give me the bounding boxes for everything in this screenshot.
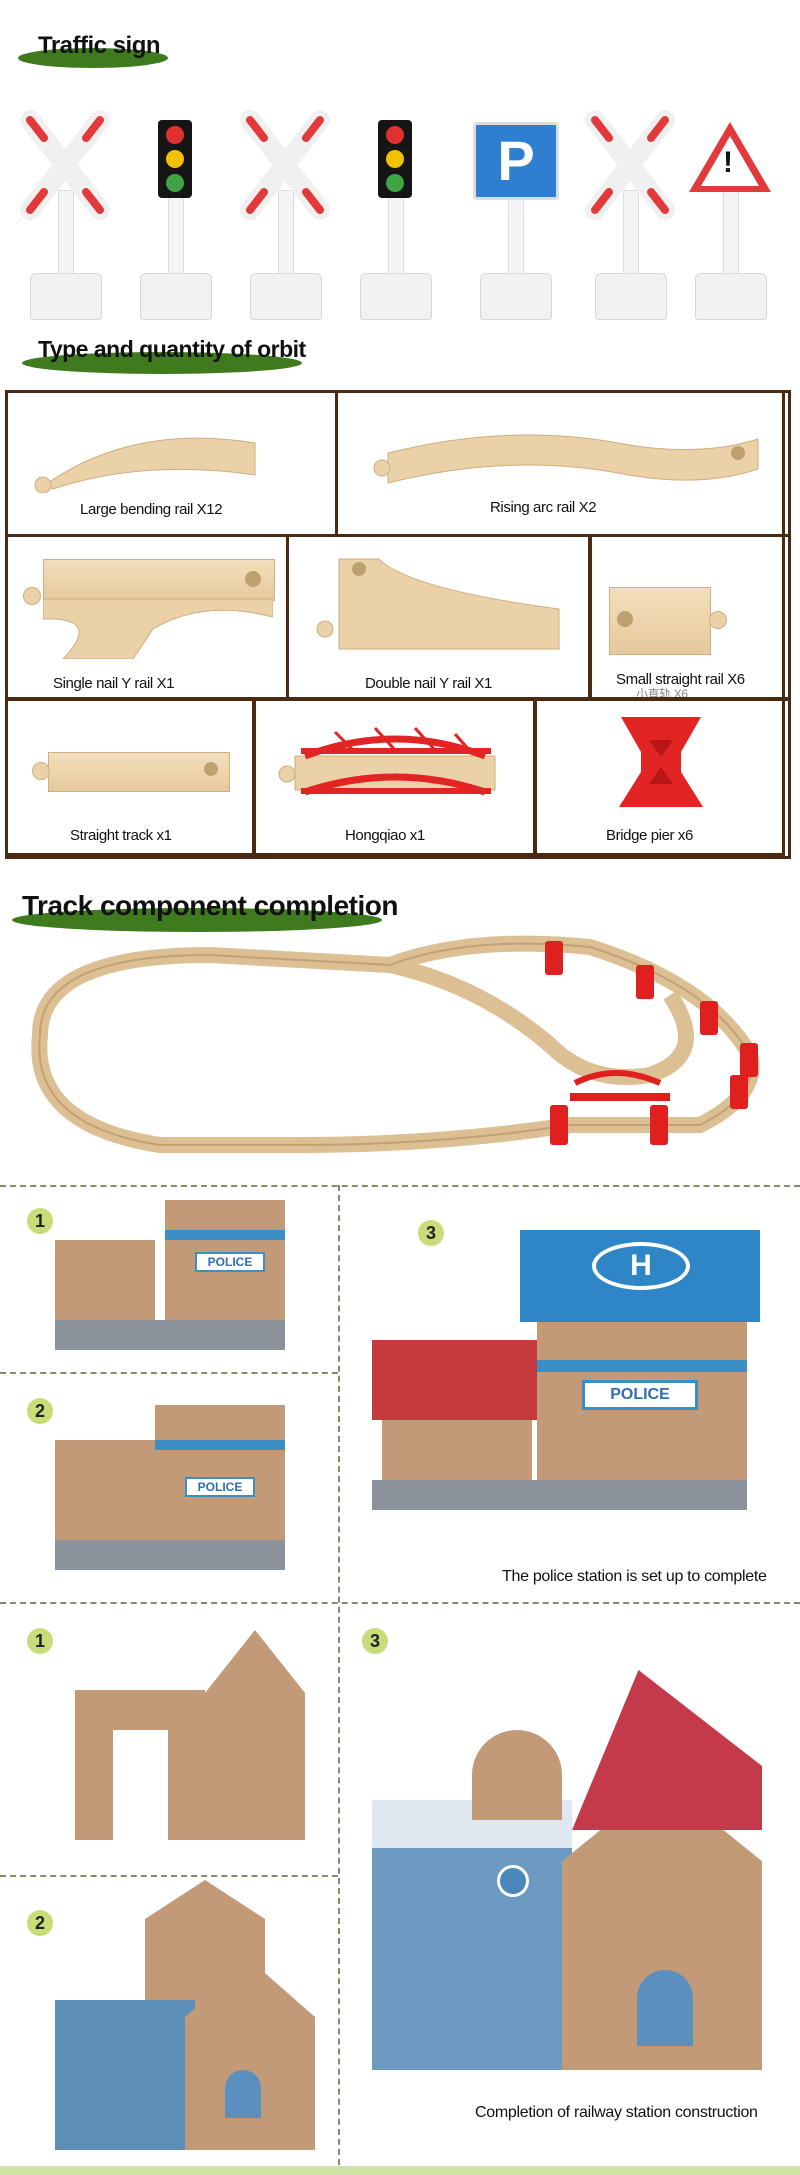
crossing-sign (585, 110, 675, 320)
label-straight-track: Straight track x1 (70, 827, 172, 844)
cell-large-bending: Large bending rail X12 (5, 390, 338, 537)
label-large-bending: Large bending rail X12 (80, 501, 223, 518)
section-pill-traffic-sign (18, 48, 168, 68)
step-number: 3 (418, 1220, 444, 1246)
police-station-complete: H POLICE (372, 1230, 762, 1530)
section-pill-orbit (22, 352, 302, 374)
station-step-2-model (55, 1880, 335, 2165)
step-number: 2 (27, 1398, 53, 1424)
railway-station-complete (372, 1670, 772, 2070)
track-parts-grid: Large bending rail X12 Rising arc rail X… (5, 390, 791, 859)
police-caption: The police station is set up to complete (502, 1568, 767, 1585)
cell-double-nail-y: Double nail Y rail X1 (286, 534, 592, 701)
divider (0, 1185, 800, 1187)
cell-straight-track: Straight track x1 (5, 697, 256, 859)
crossing-sign (20, 110, 110, 320)
traffic-light-icon (158, 120, 192, 198)
cell-small-straight: Small straight rail X6 小直轨 X6 (588, 534, 791, 701)
step-number: 3 (362, 1628, 388, 1654)
traffic-light-icon (378, 120, 412, 198)
section-title-orbit: Type and quantity of orbit (38, 336, 306, 362)
traffic-light-sign (130, 110, 220, 320)
step-number: 1 (27, 1628, 53, 1654)
label-hongqiao: Hongqiao x1 (345, 827, 425, 844)
cell-rising-arc: Rising arc rail X2 (335, 390, 791, 537)
parking-letter: P (497, 129, 535, 192)
warning-sign: ! (685, 110, 775, 320)
red-roof (372, 1340, 542, 1420)
label-single-nail-y: Single nail Y rail X1 (53, 675, 175, 692)
section-title-completion: Track component completion (22, 890, 398, 921)
rising-arc-rail-piece (373, 434, 759, 484)
divider (0, 1372, 338, 1374)
station-step-1-model (75, 1610, 315, 1860)
curved-rail-piece (34, 437, 256, 493)
station-red-roof (572, 1670, 762, 1830)
police-sign: POLICE (195, 1252, 265, 1272)
police-sign: POLICE (185, 1477, 255, 1497)
parking-sign: P (470, 110, 560, 320)
cell-hongqiao: Hongqiao x1 (252, 697, 537, 859)
bottom-strip (0, 2166, 800, 2175)
divider (338, 1185, 340, 2175)
divider (0, 1602, 800, 1604)
warning-mark: ! (723, 146, 733, 179)
warning-triangle-icon (689, 122, 771, 192)
completed-track-layout (31, 935, 760, 1153)
label-double-nail-y: Double nail Y rail X1 (365, 675, 492, 692)
step-number: 1 (27, 1208, 53, 1234)
crossing-x-icon (240, 110, 330, 220)
crossing-sign (240, 110, 330, 320)
divider (0, 1875, 338, 1877)
helipad-icon: H (592, 1242, 690, 1290)
cell-bridge-pier: Bridge pier x6 (533, 697, 791, 859)
section-title-traffic-sign: Traffic sign (38, 32, 161, 59)
station-caption: Completion of railway station constructi… (475, 2104, 758, 2121)
cell-single-nail-y: Single nail Y rail X1 (5, 534, 289, 701)
police-sign: POLICE (582, 1380, 698, 1410)
blue-gate (55, 2000, 195, 2150)
police-step-2-model: POLICE (55, 1385, 295, 1570)
y-rail-branch (43, 571, 273, 659)
clock-icon (497, 1865, 529, 1897)
police-step-1-model: POLICE (55, 1200, 295, 1350)
crossing-x-icon (585, 110, 675, 220)
crossing-x-icon (20, 110, 110, 220)
blue-helipad-roof: H (520, 1230, 760, 1322)
traffic-signs-row: P ! (20, 110, 780, 320)
double-y-rail-piece (316, 558, 560, 650)
step-number: 2 (27, 1910, 53, 1936)
traffic-light-sign (350, 110, 440, 320)
section-pill-completion (12, 908, 382, 932)
red-bridge-piece (278, 726, 496, 796)
label-small-straight: Small straight rail X6 (616, 671, 745, 688)
parking-plate: P (473, 122, 559, 200)
bridge-pier-piece (619, 717, 703, 807)
station-window (637, 1970, 693, 2046)
label-rising-arc: Rising arc rail X2 (490, 499, 597, 516)
bridge-piers-group (545, 941, 758, 1145)
label-bridge-pier: Bridge pier x6 (606, 827, 693, 844)
